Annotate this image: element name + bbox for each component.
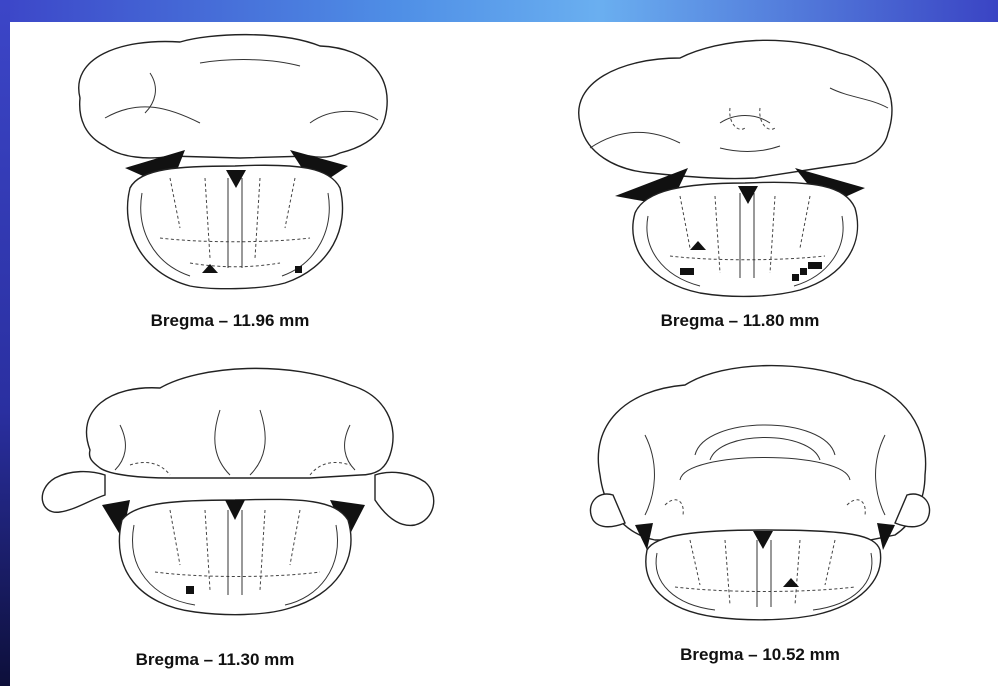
- brain-section-4-drawing: [585, 355, 945, 645]
- section-1-caption: Bregma – 11.96 mm: [110, 311, 350, 331]
- brain-section-1-drawing: [60, 28, 400, 298]
- brain-section-4: Bregma – 10.52 mm: [585, 355, 945, 675]
- section-2-caption: Bregma – 11.80 mm: [620, 311, 860, 331]
- brain-section-3-drawing: [30, 350, 450, 650]
- section-3-caption: Bregma – 11.30 mm: [95, 650, 335, 670]
- section-4-caption: Bregma – 10.52 mm: [640, 645, 880, 665]
- brain-section-1: Bregma – 11.96 mm: [60, 28, 400, 298]
- brain-section-3: Bregma – 11.30 mm: [30, 350, 450, 670]
- left-frame-bar: [0, 0, 10, 686]
- top-frame-bar: [0, 0, 998, 22]
- brain-section-2: Bregma – 11.80 mm: [570, 28, 910, 298]
- brain-section-2-drawing: [570, 28, 910, 298]
